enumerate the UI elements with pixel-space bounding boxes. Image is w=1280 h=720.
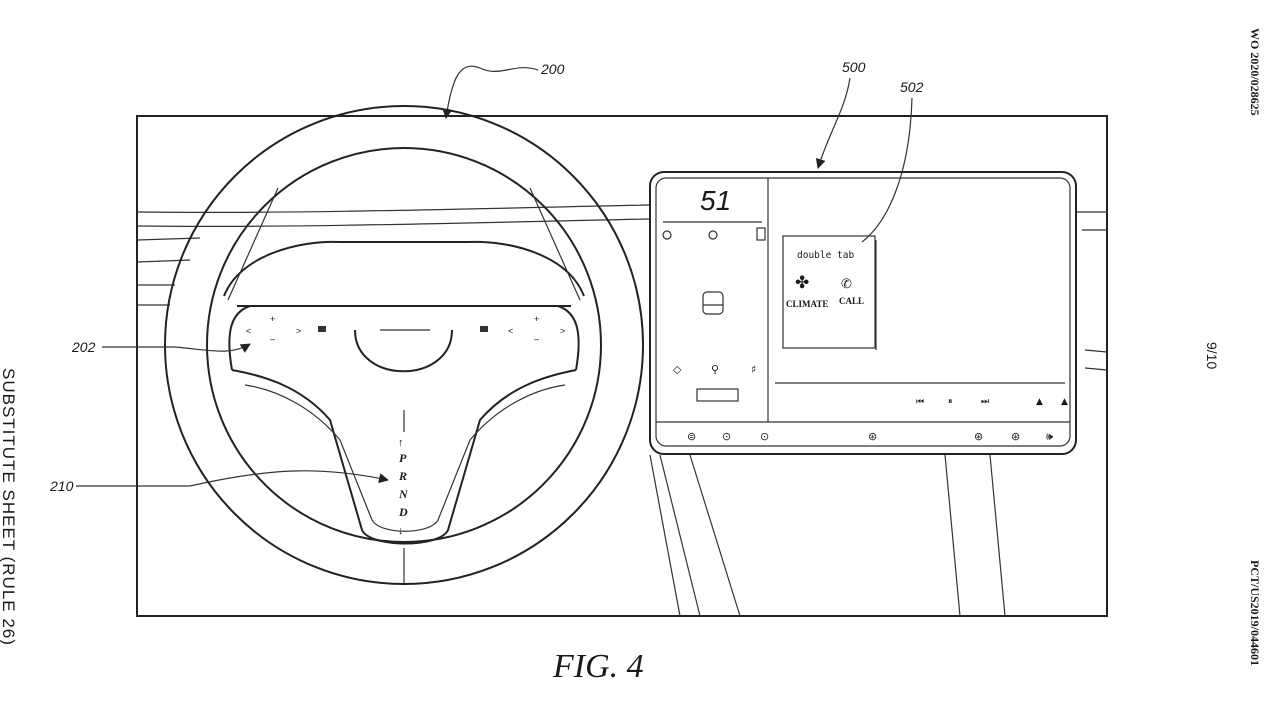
- svg-text:⊛: ⊛: [1011, 430, 1020, 443]
- svg-text:♯: ♯: [751, 363, 756, 376]
- popup-box: [782, 235, 876, 349]
- popup-option-climate: CLIMATE: [786, 299, 828, 309]
- phone-icon: ✆: [841, 277, 852, 292]
- right-control-plus: +: [534, 314, 539, 324]
- svg-text:⊛: ⊛: [974, 430, 983, 443]
- svg-text:⊙: ⊙: [722, 430, 731, 443]
- leader-210: [76, 470, 389, 487]
- gear-n: N: [398, 487, 409, 501]
- fan-icon: ✤: [795, 273, 809, 293]
- rim-seam-left: [227, 187, 279, 301]
- dashboard-lines: [136, 204, 1108, 617]
- svg-text:⚲: ⚲: [711, 363, 719, 376]
- hub-inner: [244, 384, 566, 532]
- steering-wheel-rim-inner: [206, 147, 602, 543]
- label-502: 502: [900, 79, 924, 95]
- gear-r: R: [398, 469, 407, 483]
- popup-502: double tab ✤ ✆ CLIMATE CALL: [782, 235, 877, 350]
- svg-text:⊛: ⊛: [868, 430, 877, 443]
- svg-text:⊜: ⊜: [687, 430, 696, 443]
- display-bezel: [649, 171, 1077, 455]
- leader-500: [815, 77, 851, 169]
- left-panel-button: [696, 388, 739, 402]
- figure-title: FIG. 4: [553, 648, 644, 685]
- spoke-right: [557, 305, 580, 371]
- skip-forward-icon: ⏭: [981, 397, 989, 407]
- svg-text:▲: ▲: [1036, 397, 1043, 407]
- right-control-prev: <: [508, 326, 513, 336]
- svg-text:⊙: ⊙: [760, 430, 769, 443]
- left-panel-icons: ◇ ⚲ ♯: [673, 363, 756, 376]
- popup-option-call: CALL: [839, 296, 864, 306]
- label-200: 200: [540, 61, 565, 77]
- svg-text:◇: ◇: [673, 363, 682, 376]
- label-500: 500: [842, 59, 866, 75]
- gear-up-icon: ↑: [398, 437, 404, 449]
- right-controls: < + – >: [480, 314, 565, 344]
- speaker-icon: 🕪: [1046, 430, 1053, 443]
- hub-lower: [231, 369, 577, 545]
- leader-200: [442, 65, 539, 119]
- gear-p: P: [399, 451, 407, 465]
- steering-wheel: < + – > < + – > ↑ P R N D ↓: [164, 105, 644, 585]
- hub-center: [354, 329, 453, 373]
- center-display: 51 ◇ ⚲ ♯ ⊜ ⊙ ⊙ ⊛ ⊛ ⊛ 🕪 ⏮ ⏸ ⏭: [649, 171, 1077, 455]
- spoke-left: [228, 305, 251, 371]
- right-control-minus: –: [534, 334, 539, 344]
- label-210: 210: [49, 478, 74, 494]
- speed-readout: 51: [700, 185, 731, 216]
- popup-title: double tab: [797, 250, 854, 261]
- spoke-top: [223, 240, 585, 297]
- right-control-button: [480, 326, 488, 332]
- figure-frame: [136, 115, 1108, 617]
- media-controls: ⏮ ⏸ ⏭ ▲ ▲: [916, 397, 1068, 407]
- left-control-plus: +: [270, 314, 275, 324]
- status-icons: [662, 227, 766, 241]
- label-202: 202: [71, 339, 96, 355]
- right-control-next: >: [560, 326, 565, 336]
- display-screen: [655, 177, 1071, 447]
- gear-down-icon: ↓: [398, 525, 404, 537]
- leader-202: [102, 343, 251, 353]
- left-control-prev: <: [246, 326, 251, 336]
- left-control-button: [318, 326, 326, 332]
- reference-labels: 200 500 502 202 210: [49, 59, 924, 494]
- leader-502: [861, 97, 913, 243]
- gear-d: D: [398, 505, 408, 519]
- svg-text:▲: ▲: [1061, 397, 1068, 407]
- left-control-next: >: [296, 326, 301, 336]
- gear-selector: ↑ P R N D ↓: [398, 410, 409, 537]
- skip-back-icon: ⏮: [916, 397, 924, 407]
- bottom-bar-icons: ⊜ ⊙ ⊙ ⊛ ⊛ ⊛ 🕪: [687, 430, 1053, 443]
- left-control-minus: –: [270, 334, 275, 344]
- car-icon: [702, 291, 724, 315]
- rim-seam-right: [529, 187, 581, 301]
- left-controls: < + – >: [246, 314, 326, 344]
- pause-icon: ⏸: [948, 397, 953, 407]
